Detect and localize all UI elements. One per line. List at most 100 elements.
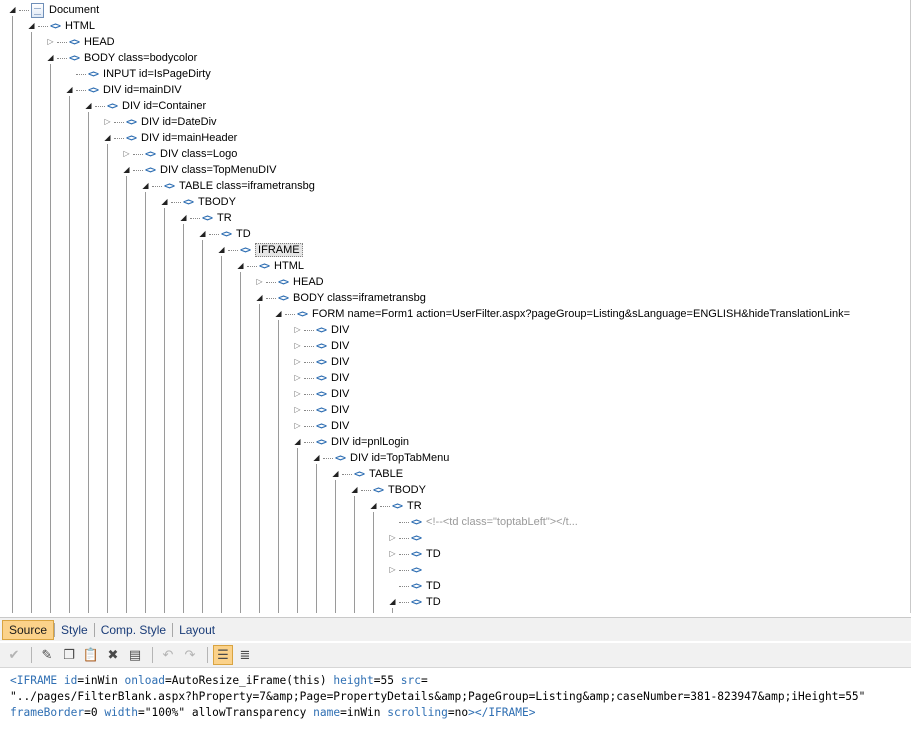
collapse-triangle-icon[interactable]: ◢ bbox=[332, 469, 339, 478]
collapse-triangle-icon[interactable]: ◢ bbox=[351, 485, 358, 494]
tree-node[interactable]: ◢<>TBODY bbox=[160, 194, 236, 210]
collapse-triangle-icon[interactable]: ◢ bbox=[199, 229, 206, 238]
check-icon[interactable]: ✔ bbox=[8, 647, 20, 662]
tree-node[interactable]: ▷<>DIV bbox=[293, 354, 349, 370]
collapse-triangle-icon[interactable]: ◢ bbox=[104, 133, 111, 142]
collapse-triangle-icon[interactable]: ◢ bbox=[180, 213, 187, 222]
tree-node[interactable]: ◢<>TABLE class=iframetransbg bbox=[141, 178, 314, 194]
tree-node[interactable]: ◢<>FORM name=Form1 action=UserFilter.asp… bbox=[274, 306, 850, 322]
expand-triangle-icon[interactable]: ▷ bbox=[389, 533, 396, 542]
tree-node[interactable]: ◢Document bbox=[8, 2, 99, 18]
edit-icon[interactable]: ✎ bbox=[41, 647, 53, 662]
tree-node[interactable]: ▷<>DIV bbox=[293, 370, 349, 386]
expand-triangle-icon[interactable]: ▷ bbox=[294, 405, 301, 414]
expand-triangle-icon[interactable]: ▷ bbox=[294, 357, 301, 366]
delete-icon[interactable]: ✖ bbox=[107, 647, 119, 662]
tree-node[interactable]: ▷<>DIV id=DateDiv bbox=[103, 114, 216, 130]
save-icon[interactable]: ▤ bbox=[128, 647, 142, 662]
tab-comp-style[interactable]: Comp. Style bbox=[100, 622, 167, 637]
collapse-triangle-icon[interactable]: ◢ bbox=[218, 245, 225, 254]
expand-triangle-icon[interactable]: ▷ bbox=[294, 421, 301, 430]
tree-connector bbox=[228, 249, 238, 251]
expand-triangle-icon[interactable]: ▷ bbox=[294, 373, 301, 382]
expand-triangle-icon[interactable]: ▷ bbox=[294, 325, 301, 334]
collapse-triangle-icon[interactable]: ◢ bbox=[313, 453, 320, 462]
tree-node[interactable]: ▷<> bbox=[388, 530, 426, 546]
tree-node[interactable]: ◢<>TBODY bbox=[350, 482, 426, 498]
collapse-triangle-icon[interactable]: ◢ bbox=[85, 101, 92, 110]
tree-node[interactable]: ◢<>TD bbox=[198, 226, 250, 242]
tree-node[interactable]: ◢<>DIV id=pnlLogin bbox=[293, 434, 409, 450]
tree-node[interactable]: ◢<>HTML bbox=[236, 258, 304, 274]
tree-node[interactable]: ▷<>DIV bbox=[293, 386, 349, 402]
tree-guide-line bbox=[240, 272, 241, 613]
tree-node[interactable]: <>INPUT id=IsPageDirty bbox=[65, 66, 211, 82]
collapse-triangle-icon[interactable]: ◢ bbox=[9, 5, 16, 14]
expand-triangle-icon[interactable]: ▷ bbox=[47, 37, 54, 46]
tree-node[interactable]: ▷<>DIV bbox=[293, 418, 349, 434]
tree-node[interactable]: ◢<>IFRAME bbox=[217, 242, 303, 258]
tab-layout[interactable]: Layout bbox=[179, 622, 216, 637]
tree-connector bbox=[285, 313, 295, 315]
collapse-triangle-icon[interactable]: ◢ bbox=[142, 181, 149, 190]
tree-guide-line bbox=[31, 32, 32, 613]
tree-node[interactable]: ◢<>DIV class=TopMenuDIV bbox=[122, 162, 276, 178]
paste-icon[interactable]: 📋 bbox=[82, 647, 100, 662]
tree-node[interactable]: ▷<>DIV bbox=[293, 322, 349, 338]
tree-node[interactable]: ◢<>TD bbox=[388, 594, 440, 610]
collapse-triangle-icon[interactable]: ◢ bbox=[123, 165, 130, 174]
expand-triangle-icon[interactable]: ▷ bbox=[294, 341, 301, 350]
tree-node[interactable]: <><!--<td class="toptabLeft"></t... bbox=[388, 514, 578, 530]
tree-node[interactable]: ▷<>HEAD bbox=[46, 34, 114, 50]
source-view[interactable]: <IFRAME id=inWin onload=AutoResize_iFram… bbox=[0, 669, 911, 743]
source-tag: <IFRAME bbox=[10, 674, 58, 687]
collapse-triangle-icon[interactable]: ◢ bbox=[275, 309, 282, 318]
tree-node[interactable]: ◢<>DIV id=mainDIV bbox=[65, 82, 181, 98]
expand-triangle-icon[interactable]: ▷ bbox=[389, 549, 396, 558]
collapse-triangle-icon[interactable]: ◢ bbox=[66, 85, 73, 94]
tree-node[interactable]: ◢<>DIV id=Container bbox=[84, 98, 206, 114]
collapse-triangle-icon[interactable]: ◢ bbox=[161, 197, 168, 206]
collapse-triangle-icon[interactable]: ◢ bbox=[370, 501, 377, 510]
tree-node[interactable]: ◢<>HTML bbox=[27, 18, 95, 34]
expand-triangle-icon[interactable]: ▷ bbox=[123, 149, 130, 158]
tree-node[interactable]: ◢<>DIV id=TopTabMenu bbox=[312, 450, 449, 466]
word-wrap-icon[interactable]: ☰ bbox=[213, 645, 233, 665]
collapse-triangle-icon[interactable]: ◢ bbox=[256, 293, 263, 302]
tree-node[interactable]: ▷<>DIV bbox=[293, 338, 349, 354]
collapse-triangle-icon[interactable]: ◢ bbox=[294, 437, 301, 446]
tree-node[interactable]: ▷<>TD bbox=[388, 546, 440, 562]
tree-node[interactable]: ▷<> bbox=[388, 562, 426, 578]
html-tag-icon: <> bbox=[316, 388, 327, 400]
collapse-triangle-icon[interactable]: ◢ bbox=[237, 261, 244, 270]
dom-tree-pane[interactable]: ◢Document◢<>HTML▷<>HEAD◢<>BODY class=bod… bbox=[0, 0, 911, 613]
tree-connector bbox=[114, 121, 124, 123]
tab-style[interactable]: Style bbox=[61, 622, 88, 637]
tree-node[interactable]: ◢<>BODY class=bodycolor bbox=[46, 50, 197, 66]
expand-triangle-icon[interactable]: ▷ bbox=[256, 277, 263, 286]
collapse-triangle-icon[interactable]: ◢ bbox=[28, 21, 35, 30]
undo-icon[interactable]: ↶ bbox=[162, 647, 174, 662]
html-tag-icon: <> bbox=[278, 292, 289, 304]
tree-guide-line bbox=[50, 64, 51, 613]
tree-node[interactable]: ▷<>HEAD bbox=[255, 274, 323, 290]
tree-node[interactable]: ◢<>BODY class=iframetransbg bbox=[255, 290, 425, 306]
collapse-triangle-icon[interactable]: ◢ bbox=[389, 597, 396, 606]
expand-triangle-icon[interactable]: ▷ bbox=[389, 565, 396, 574]
tree-node[interactable]: ◢<>TABLE bbox=[331, 466, 403, 482]
tree-node[interactable]: ▷<>DIV bbox=[293, 402, 349, 418]
copy-icon[interactable]: ❐ bbox=[63, 647, 75, 662]
tree-node[interactable]: ◢<>DIV id=mainHeader bbox=[103, 130, 237, 146]
tree-node[interactable]: ◢<>TR bbox=[179, 210, 231, 226]
collapse-triangle-icon[interactable]: ◢ bbox=[47, 53, 54, 62]
tree-connector bbox=[304, 345, 314, 347]
tree-node[interactable]: ◢<>TR bbox=[369, 498, 421, 514]
tab-source[interactable]: Source bbox=[2, 619, 55, 640]
tree-node[interactable]: ▷<>DIV class=Logo bbox=[122, 146, 237, 162]
tree-node-label: BODY class=bodycolor bbox=[84, 52, 198, 64]
expand-triangle-icon[interactable]: ▷ bbox=[104, 117, 111, 126]
list-icon[interactable]: ≣ bbox=[239, 647, 251, 662]
tree-node[interactable]: <>TD bbox=[388, 578, 441, 594]
expand-triangle-icon[interactable]: ▷ bbox=[294, 389, 301, 398]
redo-icon[interactable]: ↷ bbox=[184, 647, 196, 662]
